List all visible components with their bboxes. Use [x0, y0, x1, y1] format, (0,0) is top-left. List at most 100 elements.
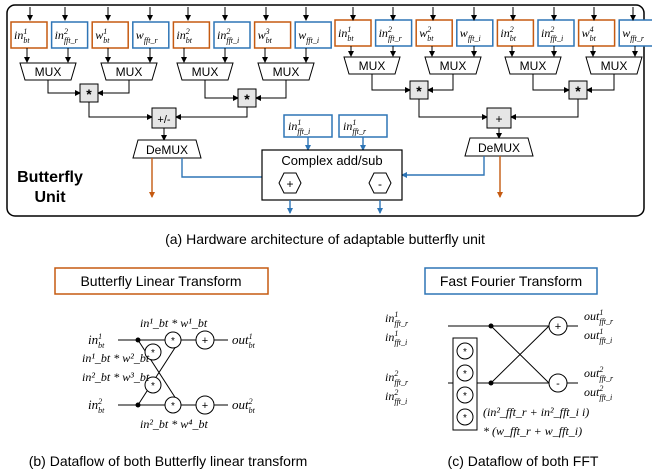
register-box	[253, 21, 292, 49]
svg-text:*: *	[463, 391, 467, 402]
add-symbol: +	[495, 112, 502, 126]
mux-label: MUX	[116, 65, 143, 79]
demux-right-fft-output	[401, 156, 485, 178]
register-box	[618, 19, 652, 47]
svg-text:*: *	[151, 381, 155, 392]
reg-to-mux-wires	[24, 46, 638, 63]
bt-product-1: in¹_bt * w¹_bt	[140, 316, 208, 330]
register-box	[213, 21, 251, 49]
svg-text:*: *	[463, 369, 467, 380]
add-sub-symbol: +/-	[157, 114, 170, 126]
mult-to-adder-wires	[88, 99, 579, 120]
complex-plus-hex	[278, 172, 302, 194]
bt-product-4: in²_bt * w⁴_bt	[140, 417, 208, 431]
svg-text:*: *	[463, 347, 467, 358]
mux-label: MUX	[192, 65, 219, 79]
bt-product-2: in¹_bt * w²_bt	[82, 351, 150, 365]
svg-text:*: *	[171, 401, 175, 412]
register-box	[334, 19, 372, 47]
demux-label: DeMUX	[146, 143, 188, 157]
register-label: wfft_i	[298, 28, 319, 45]
register-box	[294, 21, 332, 49]
mux-8	[585, 56, 643, 75]
svg-text:+: +	[202, 400, 208, 412]
register-box	[10, 21, 48, 49]
register-box	[374, 19, 413, 47]
mult-symbol: *	[86, 86, 92, 102]
mux-group: MUX MUX MUX MUX MUX MUX MUX MUX	[19, 56, 643, 81]
svg-text:*: *	[151, 348, 155, 359]
mux-to-mult-wires	[47, 74, 615, 101]
mux-label: MUX	[440, 59, 467, 73]
svg-text:*: *	[463, 413, 467, 424]
mux-5	[343, 56, 401, 75]
multiplier-nodes: * * * *	[79, 80, 588, 108]
caption-a: (a) Hardware architecture of adaptable b…	[165, 231, 485, 247]
register-label: wfft_r	[136, 28, 159, 45]
fft-formula-2: * (w_fft_r + w_fft_i)	[483, 424, 582, 438]
caption-b: (b) Dataflow of both Butterfly linear tr…	[29, 453, 308, 469]
mux-7	[504, 56, 562, 75]
mux-label: MUX	[601, 59, 628, 73]
svg-text:+: +	[202, 335, 208, 347]
mux-label: MUX	[273, 65, 300, 79]
register-box	[415, 19, 453, 47]
panel-b-title: Butterfly Linear Transform	[80, 273, 241, 289]
mux-4	[257, 62, 315, 81]
mult-symbol: *	[575, 83, 581, 99]
mux-6	[424, 56, 482, 75]
register-box	[50, 21, 89, 49]
butterfly-unit-frame	[6, 4, 645, 217]
mux-label: MUX	[520, 59, 547, 73]
butterfly-unit-label-2: Unit	[34, 189, 66, 206]
panel-b-title-box	[54, 267, 269, 295]
demux-label: DeMUX	[478, 141, 520, 155]
mux-label: MUX	[35, 65, 62, 79]
register-label: wfft_r	[622, 26, 645, 43]
mux-3	[176, 62, 234, 81]
mult-symbol: *	[244, 91, 250, 107]
fft-add-node	[548, 316, 568, 336]
mux-1	[19, 62, 77, 81]
complex-minus-hex	[368, 172, 392, 194]
fft-sub-node	[548, 373, 568, 393]
register-label: wfft_i	[460, 26, 481, 43]
demux-left-fft-output	[181, 158, 273, 180]
demux-left	[132, 139, 202, 159]
complex-add-sub-label: Complex add/sub	[281, 153, 382, 168]
panel-c-title-box	[424, 267, 598, 295]
caption-c: (c) Dataflow of both FFT	[448, 453, 599, 469]
register-box	[132, 21, 170, 49]
panel-c-title: Fast Fourier Transform	[440, 273, 582, 289]
register-box	[91, 21, 129, 49]
register-box	[577, 19, 616, 47]
complex-minus-symbol: -	[378, 177, 382, 191]
